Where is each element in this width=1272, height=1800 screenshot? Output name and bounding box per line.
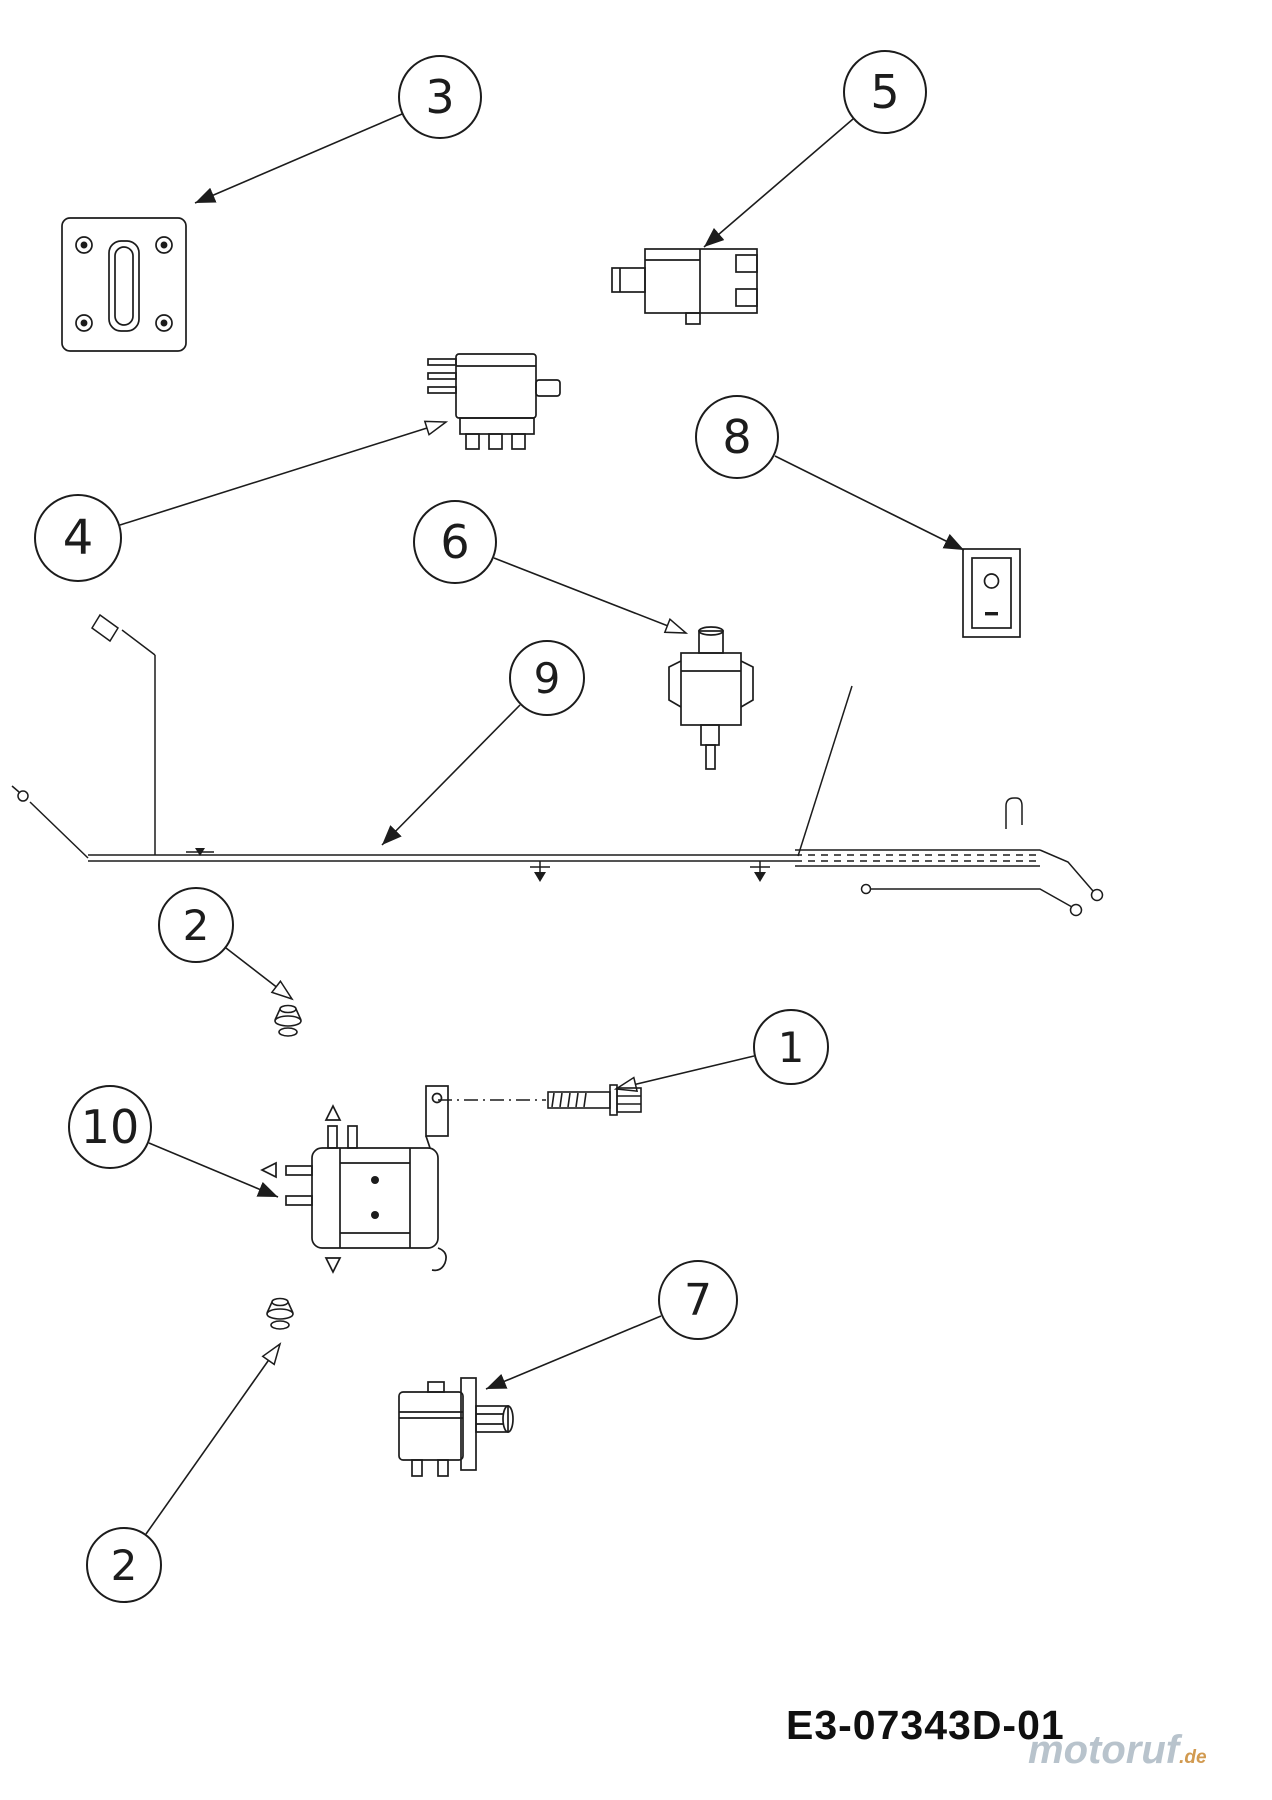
part-hex-bolt (438, 1084, 642, 1116)
callout-8: 8 (695, 395, 779, 479)
leader-9 (381, 704, 521, 846)
part-plunger-switch (668, 626, 754, 770)
callout-2b: 2 (86, 1527, 162, 1603)
leader-6 (493, 557, 689, 634)
callout-4: 4 (34, 494, 122, 582)
callout-1-label: 1 (777, 1022, 805, 1072)
callout-3: 3 (398, 55, 482, 139)
callout-7: 7 (658, 1260, 738, 1340)
callout-6-label: 6 (440, 515, 470, 569)
leader-2b (145, 1342, 282, 1535)
callout-2b-label: 2 (110, 1540, 138, 1590)
callout-2a: 2 (158, 887, 234, 963)
part-rocker-switch (962, 548, 1021, 638)
callout-10: 10 (68, 1085, 152, 1169)
callout-2a-label: 2 (182, 900, 210, 950)
part-solenoid (260, 1085, 449, 1274)
leader-4 (119, 420, 449, 526)
watermark-tld: .de (1179, 1747, 1207, 1768)
callout-4-label: 4 (62, 510, 94, 566)
part-grommet-lower (266, 1297, 294, 1330)
leader-8 (774, 455, 965, 551)
leader-10 (148, 1142, 279, 1198)
callout-9: 9 (509, 640, 585, 716)
leader-lines (119, 113, 965, 1535)
callout-8-label: 8 (722, 410, 752, 464)
callout-9-label: 9 (533, 653, 561, 703)
part-mounting-plate (61, 217, 187, 352)
part-wiring-harness (11, 613, 1104, 917)
leader-5 (703, 118, 854, 248)
callout-5-label: 5 (870, 65, 900, 119)
callout-10-label: 10 (80, 1100, 140, 1154)
callout-7-label: 7 (684, 1274, 712, 1326)
diagram-code: E3-07343D-01 (786, 1702, 1065, 1748)
callout-1: 1 (753, 1009, 829, 1085)
callout-5: 5 (843, 50, 927, 134)
watermark: motoruf.de (1028, 1728, 1207, 1773)
leader-7 (485, 1315, 662, 1390)
leader-3 (194, 113, 403, 204)
part-grommet-upper (274, 1004, 302, 1037)
callout-6: 6 (413, 500, 497, 584)
leader-1 (613, 1055, 755, 1093)
part-safety-switch (398, 1377, 514, 1477)
part-connector (611, 248, 758, 325)
callout-3-label: 3 (425, 70, 455, 124)
watermark-name: motoruf (1028, 1728, 1180, 1772)
leader-2a (225, 947, 294, 1001)
part-relay (427, 353, 561, 450)
